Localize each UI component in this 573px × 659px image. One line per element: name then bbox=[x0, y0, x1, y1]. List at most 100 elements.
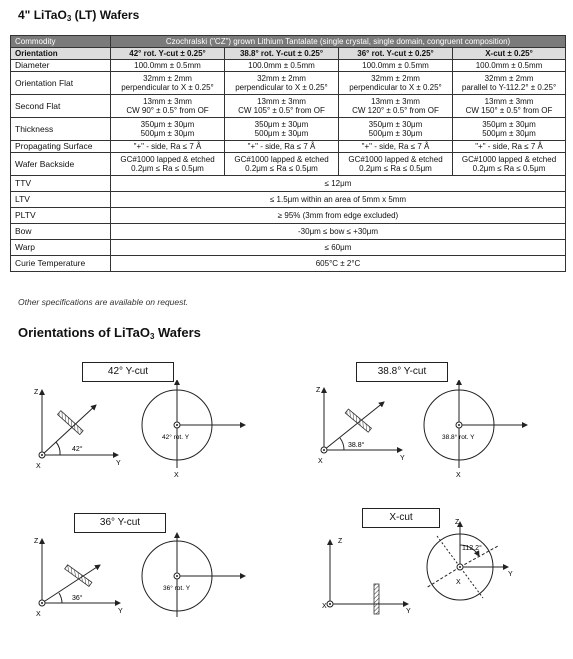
cell-line: "+" - side, Ra ≤ 7 Å bbox=[247, 142, 316, 151]
table-cell: 100.0mm ± 0.5mm bbox=[224, 59, 339, 72]
axis-y-label: Y bbox=[508, 571, 513, 578]
row-value: ≤ 1.5μm within an area of 5mm x 5mm bbox=[109, 191, 567, 208]
axis-z-label: Z bbox=[455, 519, 460, 526]
cell-line: 350μm ± 30μm bbox=[482, 120, 536, 129]
axis-x-label: X bbox=[174, 472, 179, 479]
table-row: Second Flat 13mm ± 3mm CW 90° ± 0.5° from … bbox=[10, 94, 567, 118]
wafer-spec-table: Commodity Czochralski ("CZ") grown Lithi… bbox=[10, 35, 567, 272]
cell-line: "+" - side, Ra ≤ 7 Å bbox=[475, 142, 543, 151]
row-label: TTV bbox=[10, 175, 111, 192]
cell-line: 500μm ± 30μm bbox=[254, 129, 309, 138]
table-row: Bow-30μm ≤ bow ≤ +30μm bbox=[10, 223, 567, 240]
cell-line: CW 90° ± 0.5° from OF bbox=[126, 106, 209, 115]
table-cell: "+" - side, Ra ≤ 7 Å bbox=[451, 140, 567, 153]
cell-line: 500μm ± 30μm bbox=[482, 129, 536, 138]
angle-label: 36° bbox=[72, 594, 83, 602]
cell-line: 350μm ± 30μm bbox=[254, 120, 309, 129]
cell-line: 100.0mm ± 0.5mm bbox=[362, 61, 429, 70]
axis-y-label: Y bbox=[406, 608, 411, 615]
cell-line: CW 105° ± 0.5° from OF bbox=[238, 106, 325, 115]
row-label: Curie Temperature bbox=[10, 255, 111, 272]
diagram-42-title: 42° Y-cut bbox=[82, 362, 174, 382]
cell-line: 32mm ± 2mm bbox=[143, 74, 192, 83]
cell-line: GC#1000 lapped & etched bbox=[348, 155, 443, 164]
cell-line: GC#1000 lapped & etched bbox=[234, 155, 329, 164]
table-header-row: Commodity Czochralski ("CZ") grown Lithi… bbox=[10, 35, 567, 48]
commodity-value: Czochralski ("CZ") grown Lithium Tantala… bbox=[109, 35, 567, 48]
cell-line: 0.2μm ≤ Ra ≤ 0.5μm bbox=[359, 164, 432, 173]
table-cell: "+" - side, Ra ≤ 7 Å bbox=[224, 140, 339, 153]
cell-line: "+" - side, Ra ≤ 7 Å bbox=[133, 142, 202, 151]
axis-y-label: Y bbox=[118, 608, 123, 615]
diagram-x-cut-title: X-cut bbox=[362, 508, 440, 528]
table-cell: "+" - side, Ra ≤ 7 Å bbox=[110, 140, 225, 153]
orientation-row: Orientation 42° rot. Y-cut ± 0.25° 38.8°… bbox=[10, 47, 567, 60]
table-cell: 100.0mm ± 0.5mm bbox=[338, 59, 453, 72]
cell-line: 100.0mm ± 0.5mm bbox=[475, 61, 543, 70]
row-label: LTV bbox=[10, 191, 111, 208]
cell-line: GC#1000 lapped & etched bbox=[461, 155, 557, 164]
axis-x-label: X bbox=[36, 611, 41, 618]
cell-line: 32mm ± 2mm bbox=[371, 74, 420, 83]
cell-line: 0.2μm ≤ Ra ≤ 0.5μm bbox=[131, 164, 204, 173]
diagram-38-8-title: 38.8° Y-cut bbox=[356, 362, 448, 382]
cell-line: perpendicular to X ± 0.25° bbox=[235, 83, 328, 92]
table-cell: 100.0mm ± 0.5mm bbox=[110, 59, 225, 72]
diagram-36-title: 36° Y-cut bbox=[74, 513, 166, 533]
row-label: Propagating Surface bbox=[10, 140, 111, 153]
row-label: Orientation Flat bbox=[10, 71, 111, 95]
cell-line: 13mm ± 3mm bbox=[484, 97, 534, 106]
section-title: Orientations of LiTaO3 Wafers bbox=[18, 325, 201, 341]
cell-line: 350μm ± 30μm bbox=[368, 120, 423, 129]
cell-line: 350μm ± 30μm bbox=[140, 120, 195, 129]
cell-line: 0.2μm ≤ Ra ≤ 0.5μm bbox=[472, 164, 546, 173]
diagram-x-cut: Z Y X Z Y X 112.2° bbox=[322, 519, 513, 615]
row-label: Bow bbox=[10, 223, 111, 240]
row-value: ≥ 95% (3mm from edge excluded) bbox=[109, 207, 567, 224]
axis-x-label: X bbox=[36, 463, 41, 470]
row-label: Diameter bbox=[10, 59, 111, 72]
diagram-36-ycut: Z Y X 36° 36° rot. Y bbox=[34, 532, 246, 618]
table-cell: "+" - side, Ra ≤ 7 Å bbox=[338, 140, 453, 153]
rotation-label: 38.8° rot. Y bbox=[442, 433, 475, 441]
page-title: 4" LiTaO3 (LT) Wafers bbox=[18, 8, 140, 23]
axis-z-label: Z bbox=[316, 387, 321, 394]
orientation-x-cut: X-cut ± 0.25° bbox=[451, 47, 567, 60]
cell-line: 13mm ± 3mm bbox=[371, 97, 420, 106]
axis-z-label: Z bbox=[34, 389, 39, 396]
cell-line: parallel to Y-112.2° ± 0.25° bbox=[461, 83, 557, 92]
orientation-38-8: 38.8° rot. Y-cut ± 0.25° bbox=[224, 47, 339, 60]
table-row: LTV≤ 1.5μm within an area of 5mm x 5mm bbox=[10, 191, 567, 208]
orientation-36: 36° rot. Y-cut ± 0.25° bbox=[338, 47, 453, 60]
axis-x-label: X bbox=[322, 603, 327, 610]
diagram-38-8-ycut: Z Y X 38.8° 38.8° rot. Y X bbox=[316, 380, 528, 479]
diagram-42-ycut: Z Y X 42° 42° rot. Y X bbox=[34, 380, 246, 479]
rotation-label: 36° rot. Y bbox=[163, 584, 191, 592]
table-row: Warp≤ 60μm bbox=[10, 239, 567, 256]
footnote: Other specifications are available on re… bbox=[18, 297, 189, 307]
axis-x-label: X bbox=[456, 579, 461, 586]
cell-line: "+" - side, Ra ≤ 7 Å bbox=[361, 142, 430, 151]
row-label: Second Flat bbox=[10, 94, 111, 118]
angle-label: 112.2° bbox=[462, 544, 482, 552]
table-row: TTV≤ 12μm bbox=[10, 175, 567, 192]
table-cell: 100.0mm ± 0.5mm bbox=[451, 59, 567, 72]
axis-z-label: Z bbox=[338, 538, 343, 545]
orientation-42: 42° rot. Y-cut ± 0.25° bbox=[110, 47, 225, 60]
cell-line: 500μm ± 30μm bbox=[140, 129, 195, 138]
cell-line: perpendicular to X ± 0.25° bbox=[121, 83, 214, 92]
cell-line: 100.0mm ± 0.5mm bbox=[134, 61, 201, 70]
